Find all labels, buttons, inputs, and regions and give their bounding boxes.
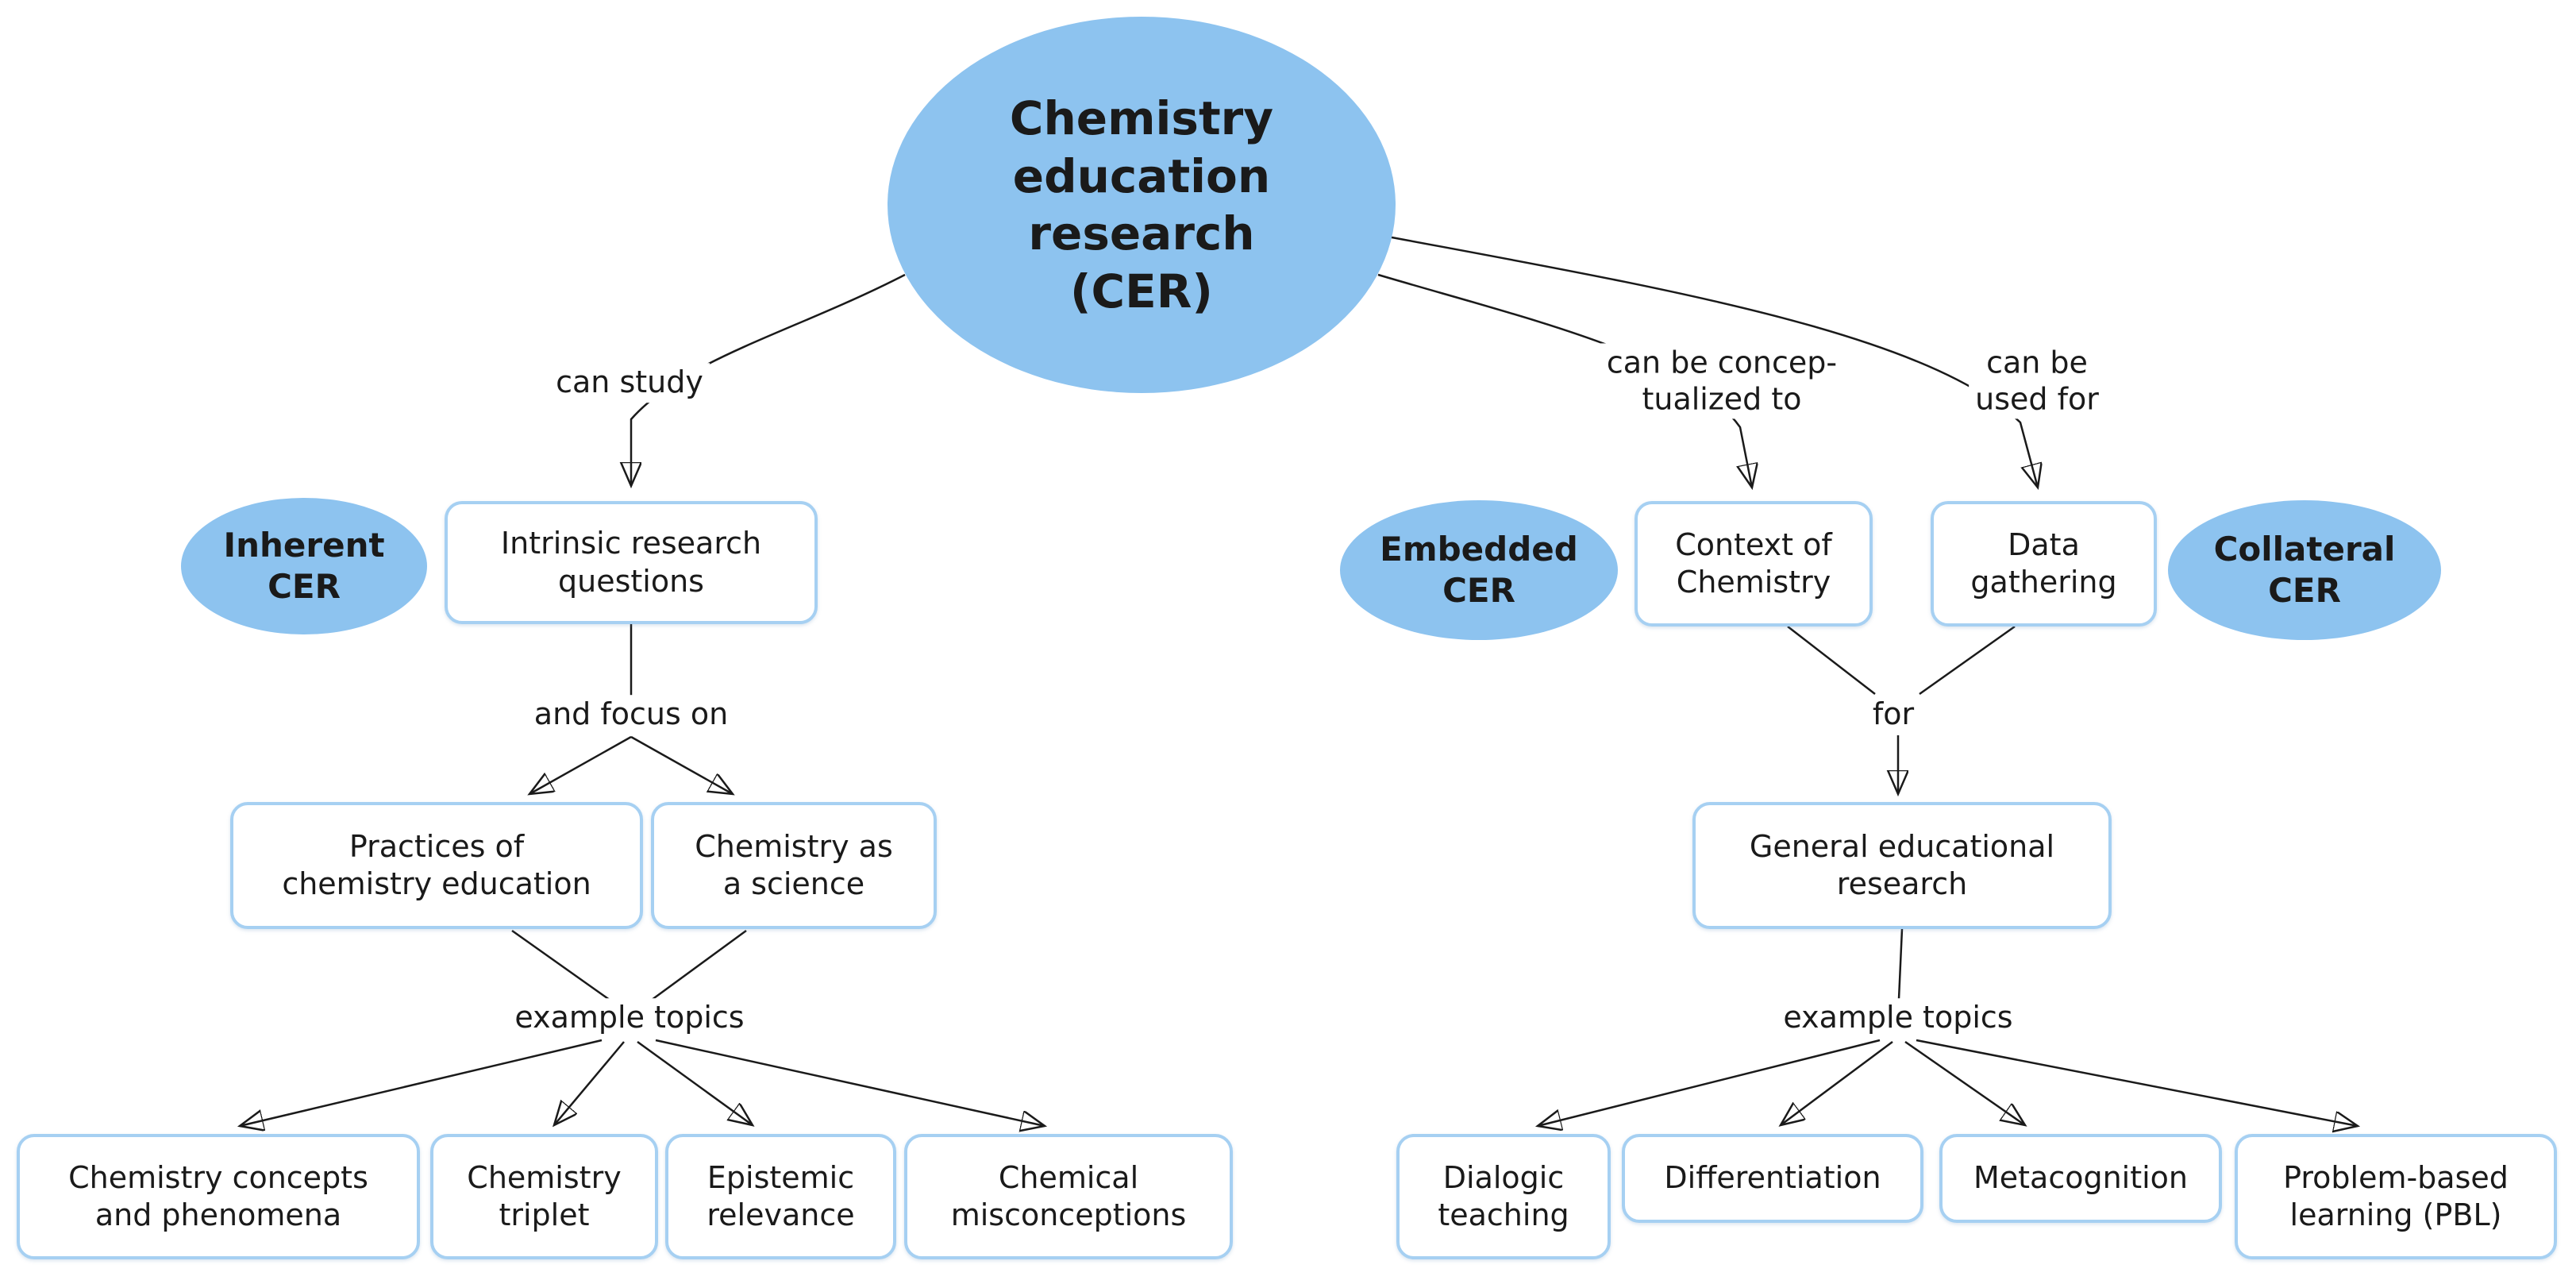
node-metacognition: Metacognition: [1939, 1134, 2222, 1223]
node-chemistry-concepts-and-phenomena: Chemistry concepts and phenomena: [17, 1134, 420, 1259]
edge-label-can-be-conceptualized-to: can be concep- tualized to: [1600, 343, 1844, 419]
node-problem-based-learning: Problem-based learning (PBL): [2235, 1134, 2557, 1259]
edge-practices-topics: [511, 929, 614, 1004]
node-dialogic-teaching: Dialogic teaching: [1396, 1134, 1611, 1259]
node-context-of-chemistry: Context of Chemistry: [1635, 501, 1873, 627]
node-chemistry-education-research: Chemistry education research (CER): [888, 17, 1396, 393]
edge-root-intrinsic: [631, 273, 906, 486]
node-data-gathering: Data gathering: [1931, 501, 2157, 627]
node-intrinsic-research-questions: Intrinsic research questions: [445, 501, 818, 624]
node-chemical-misconceptions: Chemical misconceptions: [904, 1134, 1233, 1259]
edge-topics-metacognition: [1904, 1040, 2025, 1125]
node-embedded-cer: Embedded CER: [1340, 500, 1618, 640]
node-chemistry-as-a-science: Chemistry as a science: [651, 802, 937, 929]
edge-topics-pbl: [1916, 1039, 2358, 1126]
node-differentiation: Differentiation: [1622, 1134, 1923, 1223]
node-collateral-cer: Collateral CER: [2168, 500, 2441, 640]
edge-label-can-be-used-for: can be used for: [1969, 343, 2105, 419]
edge-topics-triplet: [554, 1041, 625, 1125]
edge-topics-dialogic: [1538, 1039, 1881, 1126]
edge-focus-chem-science: [630, 735, 733, 794]
node-epistemic-relevance: Epistemic relevance: [665, 1134, 896, 1259]
edge-label-example-topics-left: example topics: [508, 998, 751, 1038]
node-general-educational-research: General educational research: [1692, 802, 2112, 929]
edge-label-for: for: [1866, 695, 1921, 735]
edge-label-can-study: can study: [549, 363, 710, 403]
node-chemistry-triplet: Chemistry triplet: [430, 1134, 658, 1259]
edge-general-topics: [1897, 928, 1904, 1000]
edge-data-gathering-for: [1919, 625, 2016, 696]
edge-focus-practices: [529, 735, 632, 794]
edge-context-for: [1787, 626, 1876, 695]
edge-topics-concepts: [240, 1039, 603, 1126]
edge-topics-epistemic: [637, 1040, 753, 1125]
node-practices-of-chemistry-education: Practices of chemistry education: [230, 802, 643, 929]
edge-topics-differentiation: [1781, 1040, 1893, 1125]
edge-topics-misconceptions: [655, 1039, 1045, 1126]
edge-chem-science-topics: [648, 929, 747, 1004]
edge-label-example-topics-right: example topics: [1777, 998, 2020, 1038]
edge-label-and-focus-on: and focus on: [527, 695, 735, 735]
node-inherent-cer: Inherent CER: [181, 498, 427, 634]
